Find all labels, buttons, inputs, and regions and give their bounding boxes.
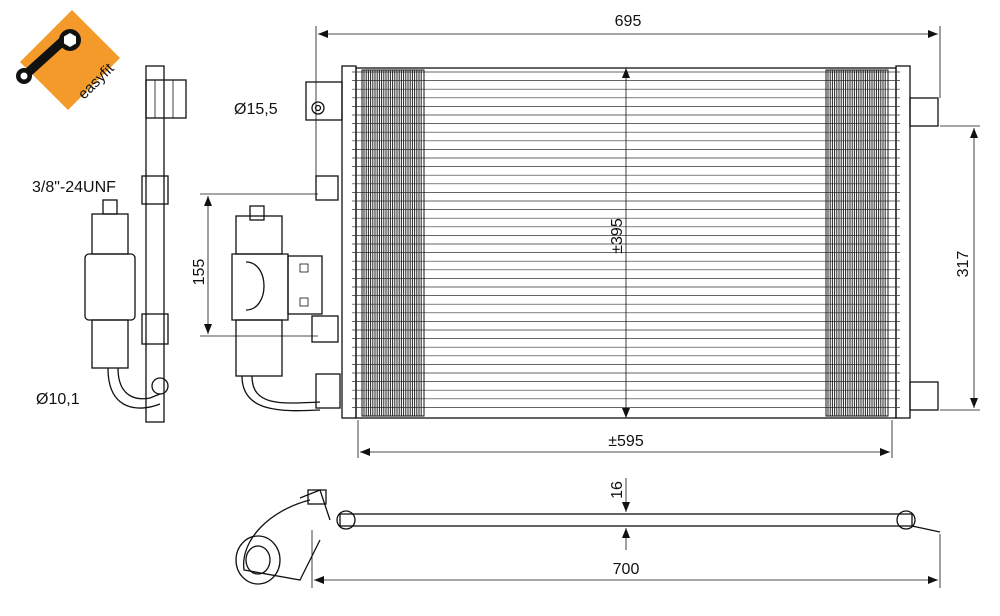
mount-height-label: 317 <box>955 251 972 278</box>
receiver-drier-side <box>231 205 341 412</box>
side-bracket <box>141 65 187 423</box>
easyfit-logo: easyfit <box>16 10 120 110</box>
thread-label: 3/8"-24UNF <box>32 179 116 196</box>
wrench-icon <box>16 29 81 84</box>
inlet-port <box>305 81 343 201</box>
receiver-drier-front <box>84 199 161 409</box>
total-width-label: 695 <box>615 13 642 30</box>
port-diameter-label: Ø15,5 <box>234 101 278 118</box>
drier-diameter-label: Ø10,1 <box>36 391 80 408</box>
bottom-view <box>235 489 941 585</box>
core-height-label: ±395 <box>609 218 626 254</box>
depth-label: 16 <box>609 481 626 499</box>
total-length-label: 700 <box>613 561 640 578</box>
core-width-label: ±595 <box>608 433 644 450</box>
drier-height-label: 155 <box>191 259 208 286</box>
condenser-core <box>341 65 939 419</box>
